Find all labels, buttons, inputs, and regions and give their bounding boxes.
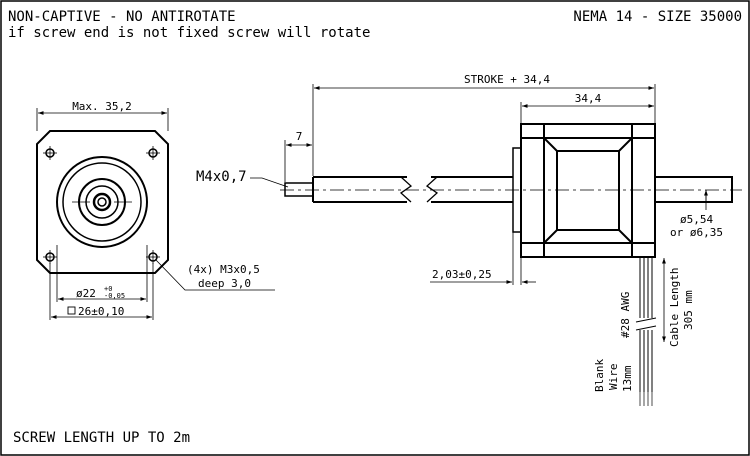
screw-diameter-1: ø5,54 xyxy=(680,213,713,226)
pilot-inner xyxy=(85,185,119,219)
bolt-square-label: 26±0,10 xyxy=(78,305,124,318)
cable-length-label: Cable Length xyxy=(668,268,681,347)
blank-wire-3: 13mm xyxy=(621,365,634,392)
break-right xyxy=(425,176,439,203)
blank-wire-1: Blank xyxy=(593,359,606,392)
blank-wire-2: Wire xyxy=(607,364,620,391)
lead-screw-left xyxy=(312,176,407,203)
side-view: M4x0,7 7 STROKE + 34,4 34,4 2,03±0,25 ø5… xyxy=(196,73,742,406)
body-length-label: 34,4 xyxy=(575,92,602,105)
footer-note: SCREW LENGTH UP TO 2m xyxy=(13,430,190,446)
flange-outline xyxy=(36,130,169,274)
lead-screw-right xyxy=(655,176,733,203)
screw-diameter-2: or ø6,35 xyxy=(670,226,723,239)
motor-body xyxy=(520,123,656,258)
nut-outer xyxy=(92,192,112,212)
title-left: NON-CAPTIVE - NO ANTIROTATE xyxy=(8,9,236,25)
thread-length-label: 7 xyxy=(296,130,303,143)
cable-length-value: 305 mm xyxy=(682,290,695,330)
stroke-label: STROKE + 34,4 xyxy=(464,73,550,86)
threaded-tip xyxy=(284,182,314,197)
lead-wires xyxy=(635,257,657,406)
max-width-label: Max. 35,2 xyxy=(72,100,132,113)
break-left xyxy=(399,176,413,203)
lead-screw-middle xyxy=(431,176,513,203)
awg-label: #28 AWG xyxy=(619,292,632,338)
holes-label-1: (4x) M3x0,5 xyxy=(187,263,260,276)
thread-leader xyxy=(250,177,289,188)
pilot-outer xyxy=(56,156,148,248)
square-symbol xyxy=(67,306,76,315)
pilot-tolerance-lower: -0,05 xyxy=(104,292,125,300)
pilot-height-label: 2,03±0,25 xyxy=(432,268,492,281)
title-right: NEMA 14 - SIZE 35000 xyxy=(573,9,742,25)
front-view: Max. 35,2 ø22 +0 -0,05 26±0,10 (4x) M3x0… xyxy=(36,100,275,320)
pilot-tolerance-upper: +0 xyxy=(104,285,112,293)
nut-inner xyxy=(97,197,107,207)
holes-leader xyxy=(155,259,275,291)
thread-label: M4x0,7 xyxy=(196,169,247,185)
pilot-ring xyxy=(62,162,142,242)
holes-label-2: deep 3,0 xyxy=(198,277,251,290)
subtitle-left: if screw end is not fixed screw will rot… xyxy=(8,25,370,41)
pilot-diameter-label: ø22 xyxy=(76,287,96,300)
